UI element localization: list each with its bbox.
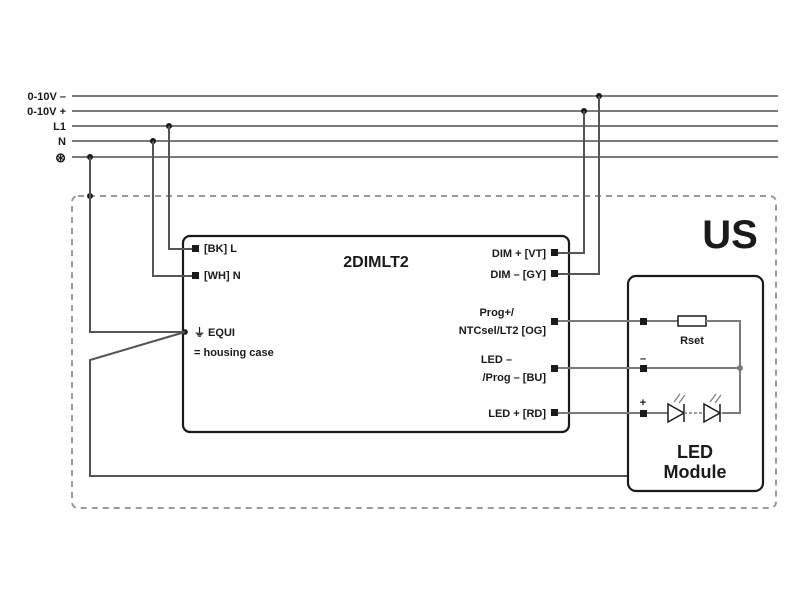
line-label-dim-minus: 0-10V – [27,91,66,103]
housing-label: = housing case [194,347,274,359]
terminal-gy-label: DIM – [GY] [490,269,546,281]
wire-l1-to-bk [168,126,192,250]
wire-dim-plus [558,111,585,254]
module-minus-mark: – [640,353,646,365]
enclosure-border [71,195,777,509]
module-terminal-rd [640,410,647,417]
terminal-vt-label: DIM + [VT] [492,248,546,260]
led-module-box [626,274,765,493]
terminal-og-label-1: Prog+/ [479,307,514,319]
terminal-wh-label: [WH] N [204,270,241,282]
terminal-bk-label: [BK] L [204,243,237,255]
terminal-bk [192,245,199,252]
module-plus-mark: + [640,397,646,409]
wire-ground-to-equi [89,157,185,333]
module-terminal-bu [640,365,647,372]
terminal-gy [551,270,558,277]
line-label-n: N [58,136,66,148]
led-module-label-2: Module [664,462,727,482]
terminal-wh [192,272,199,279]
rset-label: Rset [680,335,704,347]
wire-dim-minus [558,96,600,275]
region-label: US [702,213,758,257]
terminal-bu-label-2: /Prog – [BU] [482,372,546,384]
led-module-label-1: LED [677,442,713,462]
terminal-og [551,318,558,325]
led-diode-2 [703,393,722,424]
driver-title: 2DIMLT2 [343,254,409,271]
line-label-ground: ⊛ [55,150,66,165]
equi-label: ⏚ EQUI [194,326,235,339]
module-terminal-og [640,318,647,325]
wire-housing-to-module [89,331,630,477]
terminal-rd [551,409,558,416]
rset-resistor [677,315,707,327]
terminal-bu [551,365,558,372]
terminal-rd-label: LED + [RD] [488,408,546,420]
wire-n-to-wh [152,141,192,277]
terminal-vt [551,249,558,256]
terminal-bu-label-1: LED – [481,354,512,366]
terminal-og-label-2: NTCsel/LT2 [OG] [459,325,547,337]
line-label-dim-plus: 0-10V + [27,106,66,118]
driver-box [181,234,571,434]
line-label-l1: L1 [53,121,66,133]
